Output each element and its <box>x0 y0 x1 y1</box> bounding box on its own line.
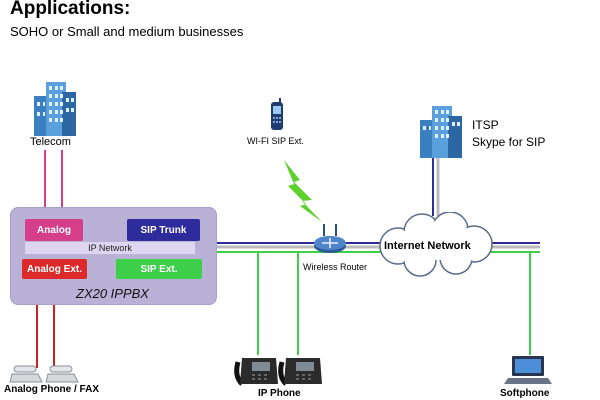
skype-label: Skype for SIP <box>472 135 546 149</box>
router-icon <box>314 224 346 253</box>
ip-phone-label: IP Phone <box>258 388 301 399</box>
wifi-ext-label: WI-FI SIP Ext. <box>247 136 304 146</box>
page-subtitle: SOHO or Small and medium businesses <box>10 24 244 39</box>
building-icon <box>34 82 76 136</box>
wifi-signal-icon <box>284 160 322 222</box>
telecom-label: Telecom <box>30 136 71 148</box>
analog-ext-module: Analog Ext. <box>22 259 87 279</box>
ip-network-bar: IP Network <box>25 242 195 254</box>
analog-phone-label: Analog Phone / FAX <box>4 384 100 395</box>
page-title: Applications: <box>10 0 131 19</box>
itsp-building-icon <box>420 106 462 158</box>
mobile-phone-icon <box>271 98 283 130</box>
itsp-label: ITSP <box>472 118 499 132</box>
sip-trunk-module: SIP Trunk <box>127 219 200 241</box>
router-label: Wireless Router <box>303 262 368 272</box>
laptop-icon <box>504 356 552 384</box>
softphone-label: Softphone <box>500 388 550 399</box>
internet-label: Internet Network <box>384 240 471 252</box>
cloud-icon <box>379 212 493 277</box>
desk-phone-icon <box>234 358 322 386</box>
pbx-name: ZX20 IPPBX <box>76 286 149 301</box>
analog-module: Analog <box>25 219 83 241</box>
analog-phone-icon <box>9 365 79 383</box>
sip-ext-module: SIP Ext. <box>116 259 202 279</box>
